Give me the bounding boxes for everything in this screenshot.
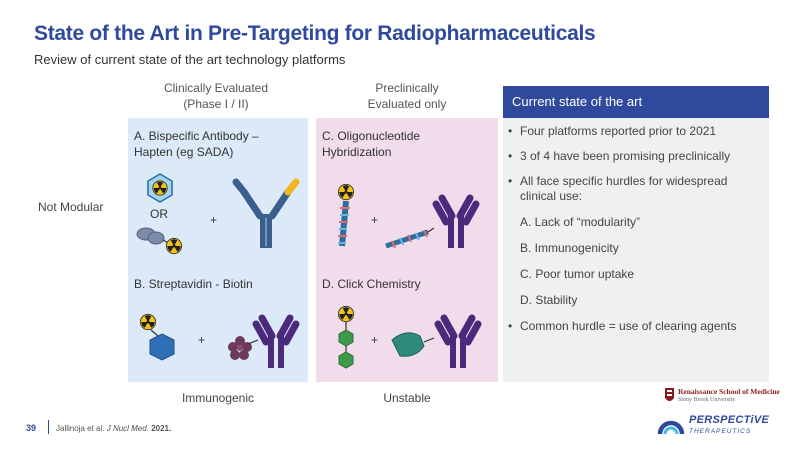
state-sub-4: D. Stability	[520, 293, 578, 307]
state-sub-3: C. Poor tumor uptake	[520, 267, 635, 281]
company-logo: PERSPECTiVE THERAPEUTICS	[655, 408, 775, 442]
state-bullet-3: All face specific hurdles for widespread…	[508, 174, 766, 204]
hapten-chain-icon	[136, 227, 183, 255]
antibody-icon-d	[434, 314, 482, 368]
plus-sign-a: +	[210, 213, 218, 227]
column-header-preclinical-line2: Evaluated only	[367, 97, 447, 111]
hapten-hexagon-icon	[147, 173, 173, 203]
state-bullet-list: Four platforms reported prior to 2021 3 …	[508, 124, 766, 334]
state-bullet-1: Four platforms reported prior to 2021	[508, 124, 766, 139]
school-subtitle: Stony Brook University	[678, 397, 736, 403]
row-label-not-modular: Not Modular	[38, 200, 104, 214]
citation-journal: J Nucl Med.	[106, 424, 149, 433]
school-shield-icon	[665, 388, 674, 401]
bispecific-antibody-icon	[232, 178, 300, 248]
oligo-strand-icon	[338, 200, 350, 247]
slide-title: State of the Art in Pre-Targeting for Ra…	[34, 22, 596, 45]
column-header-clinical-line2: (Phase I / II)	[183, 97, 249, 111]
state-sub-1: A. Lack of “modularity”	[520, 215, 641, 229]
streptavidin-biotin-illustration	[139, 313, 300, 368]
column-header-clinical-line1: Clinically Evaluated	[163, 81, 269, 95]
plus-sign-b: +	[198, 333, 206, 347]
cell-title-click-chemistry: D. Click Chemistry	[322, 277, 421, 291]
radioactive-icon	[337, 305, 355, 323]
state-header: Current state of the art	[503, 86, 769, 118]
antibody-icon-b	[252, 314, 300, 368]
radioactive-icon	[139, 313, 157, 331]
tco-icon	[391, 332, 435, 357]
tetrazine-icon	[338, 329, 354, 347]
citation-authors: Jallinoja et al.	[56, 424, 105, 433]
page-separator	[48, 420, 49, 434]
school-name: Renaissance School of Medicine	[678, 387, 780, 396]
page-number: 39	[26, 423, 37, 433]
oligo-conjugate-icon	[385, 227, 435, 249]
cell-title-oligonucleotide-line2: Hybridization	[322, 145, 392, 159]
footer-label-unstable: Unstable	[383, 391, 431, 405]
biotin-icon	[149, 333, 175, 361]
cell-title-bispecific-line2: Hapten (eg SADA)	[134, 145, 234, 159]
or-label: OR	[150, 207, 168, 221]
column-header-preclinical: Preclinically Evaluated only	[316, 80, 498, 112]
antibody-icon-c	[432, 194, 480, 248]
footer-label-immunogenic: Immunogenic	[181, 391, 255, 405]
streptavidin-icon	[228, 336, 252, 360]
plus-sign-c: +	[371, 213, 379, 227]
oligonucleotide-illustration	[337, 183, 480, 249]
column-header-preclinical-line1: Preclinically	[375, 81, 439, 95]
column-header-clinical: Clinically Evaluated (Phase I / II)	[128, 80, 304, 112]
cell-title-bispecific-line1: A. Bispecific Antibody –	[134, 129, 259, 143]
state-bullet-2: 3 of 4 have been promising preclinically	[508, 149, 766, 164]
linker-icon	[338, 351, 354, 369]
citation-year: 2021.	[151, 424, 172, 433]
cell-title-bispecific: A. Bispecific Antibody – Hapten (eg SADA…	[134, 128, 304, 160]
cell-title-oligonucleotide: C. Oligonucleotide Hybridization	[322, 128, 492, 160]
click-chemistry-illustration	[337, 305, 482, 369]
cell-title-oligonucleotide-line1: C. Oligonucleotide	[322, 129, 421, 143]
bispecific-antibody-illustration	[136, 173, 300, 255]
citation: Jallinoja et al. J Nucl Med. 2021.	[56, 424, 171, 433]
school-logo: Renaissance School of Medicine Stony Bro…	[662, 386, 780, 408]
company-name: PERSPECTiVE	[689, 414, 770, 426]
slide-subtitle: Review of current state of the art techn…	[34, 52, 346, 67]
company-arc-icon	[657, 420, 685, 435]
state-bullet-4: Common hurdle = use of clearing agents	[508, 319, 766, 334]
state-sub-2: B. Immunogenicity	[520, 241, 619, 255]
radioactive-icon	[337, 183, 355, 201]
cell-title-streptavidin: B. Streptavidin - Biotin	[134, 277, 253, 291]
company-subtitle: THERAPEUTICS	[689, 428, 752, 435]
plus-sign-d: +	[371, 333, 379, 347]
